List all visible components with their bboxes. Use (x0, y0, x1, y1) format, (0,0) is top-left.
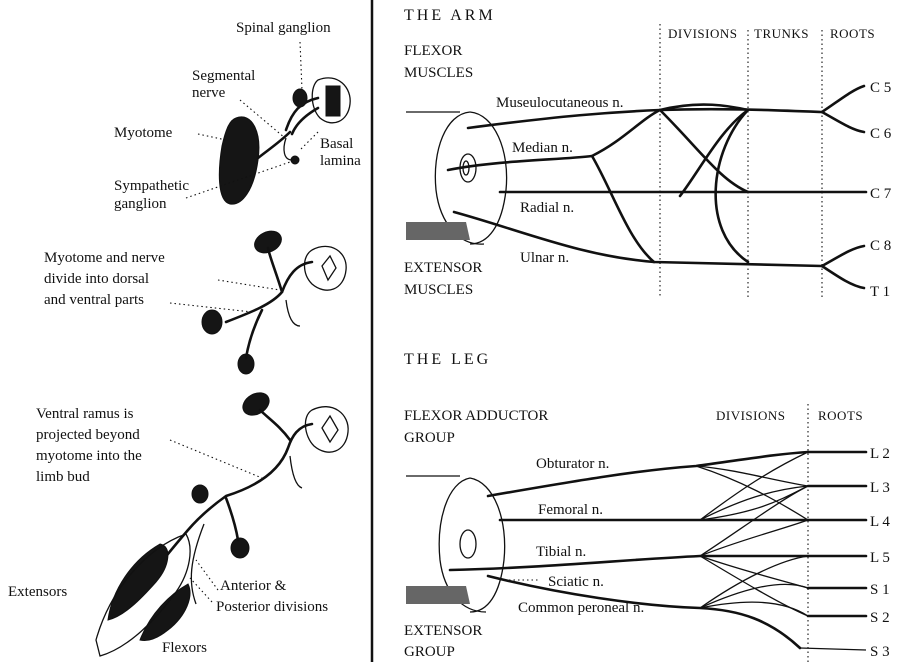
leg-root-l5: L 5 (870, 550, 890, 566)
leg-root-s2: S 2 (870, 610, 890, 626)
leg-nerve-obturator: Obturator n. (536, 456, 609, 472)
label-ganglion: ganglion (114, 196, 167, 212)
segment-stage-1 (186, 42, 350, 204)
dorsal-myotome-3 (239, 388, 273, 419)
myotome-shape (219, 117, 259, 204)
label-myotome: Myotome (114, 125, 173, 141)
label-ramus-1: Ventral ramus is (36, 406, 134, 422)
leg-root-l3: L 3 (870, 480, 890, 496)
leg-extensor-2: GROUP (404, 644, 455, 660)
leg-nerve-sciatic: Sciatic n. (548, 574, 604, 590)
arm-root-c6: C 6 (870, 126, 892, 142)
arm-col-divisions: DIVISIONS (668, 26, 738, 41)
sympathetic-ganglion-shape (291, 156, 299, 164)
label-sympathetic: Sympathetic (114, 178, 189, 194)
leg-root-l4: L 4 (870, 514, 890, 530)
label-flexors: Flexors (162, 640, 207, 656)
ventral-myotome-3 (192, 485, 208, 503)
arm-col-trunks: TRUNKS (754, 26, 809, 41)
label-ramus-2: projected beyond (36, 427, 140, 443)
arm-nerve-ulnar: Ulnar n. (520, 250, 569, 266)
leg-root-s3: S 3 (870, 644, 890, 660)
arm-col-roots: ROOTS (830, 26, 875, 41)
arm-root-c7: C 7 (870, 186, 892, 202)
spinal-ganglion-shape (293, 89, 307, 107)
flexor-muscle-mass (140, 584, 190, 641)
segment-stage-2 (170, 227, 346, 374)
nerve-2 (226, 262, 312, 322)
arm-extensor-2: MUSCLES (404, 282, 473, 298)
leg-extensor-1: EXTENSOR (404, 623, 482, 639)
arm-title: THE ARM (404, 7, 496, 24)
leg-nerve-common-peroneal: Common peroneal n. (518, 600, 644, 616)
leg-flexor-2: GROUP (404, 430, 455, 446)
spinal-cord-2 (305, 246, 347, 290)
leg-nerve-tibial: Tibial n. (536, 544, 586, 560)
label-ramus-4: limb bud (36, 469, 90, 485)
leg-col-divisions: DIVISIONS (716, 408, 786, 423)
spinal-cord-3 (305, 407, 348, 452)
leg-nerve-femoral: Femoral n. (538, 502, 603, 518)
limb-myotome-3 (231, 538, 249, 558)
arm-root-c5: C 5 (870, 80, 891, 96)
ventral-myotome-2 (202, 310, 222, 334)
label-anterior: Anterior & (220, 578, 287, 594)
leg-root-s1: S 1 (870, 582, 890, 598)
leg-root-l2: L 2 (870, 446, 890, 462)
arm-root-c8: C 8 (870, 238, 891, 254)
label-lamina: lamina (320, 153, 361, 169)
label-basal: Basal (320, 136, 353, 152)
spinal-cord-grey (326, 86, 340, 116)
arm-flexor-1: FLEXOR (404, 43, 462, 59)
arm-flexor-2: MUSCLES (404, 65, 473, 81)
label-segmental: Segmental (192, 68, 255, 84)
leg-title: THE LEG (404, 351, 491, 368)
label-divide-2: divide into dorsal (44, 271, 149, 287)
basal-lamina-line (284, 138, 292, 160)
label-nerve: nerve (192, 85, 226, 101)
arm-ulnar-path (454, 212, 822, 266)
label-divide-3: and ventral parts (44, 292, 144, 308)
leg-flexor-1: FLEXOR ADDUCTOR (404, 408, 548, 424)
arm-nerve-radial: Radial n. (520, 200, 574, 216)
label-divide-1: Myotome and nerve (44, 250, 165, 266)
label-ramus-3: myotome into the (36, 448, 142, 464)
leg-col-roots: ROOTS (818, 408, 863, 423)
label-spinal-ganglion: Spinal ganglion (236, 20, 331, 36)
arm-extensor-1: EXTENSOR (404, 260, 482, 276)
label-extensors: Extensors (8, 584, 67, 600)
arm-root-t1: T 1 (870, 284, 890, 300)
arm-nerve-musculocutaneous: Museulocutaneous n. (496, 95, 623, 111)
label-posterior: Posterior divisions (216, 599, 328, 615)
arm-nerve-median: Median n. (512, 140, 573, 156)
